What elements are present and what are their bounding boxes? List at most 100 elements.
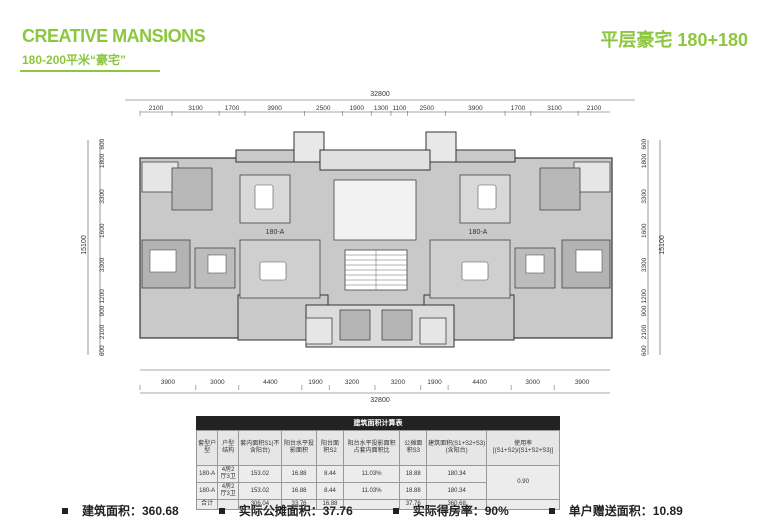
table-header-row: 套型户型 户型结构 套内面积S1(不含阳台) 阳台水平投影面积 阳台面积S2 阳… (195, 430, 560, 466)
table-cell: 153.02 (237, 465, 282, 483)
dimension-label: 1600 (99, 223, 106, 238)
dimension-label: 2500 (419, 105, 434, 112)
dimension-label: 3300 (99, 257, 106, 272)
dimension-label: 600 (641, 138, 648, 149)
table-header: 公摊面积S3 (399, 430, 428, 466)
table-cell: 11.03% (342, 482, 401, 500)
top-total-dimension: 32800 (370, 91, 390, 98)
bottom-total-dimension: 32800 (370, 397, 390, 404)
bullet-square-icon (548, 507, 555, 514)
area-calculation-table: 建筑面积计算表 套型户型 户型结构 套内面积S1(不含阳台) 阳台水平投影面积 … (195, 416, 560, 510)
dimension-label: 3200 (345, 379, 360, 386)
dimension-label: 3300 (99, 189, 106, 204)
dimension-label: 1700 (511, 105, 526, 112)
table-cell: 11.03% (342, 465, 401, 483)
table-row: 180-A 4房2厅3卫 153.02 16.88 8.44 11.03% 18… (195, 465, 560, 500)
unit-label-right: 180-A (469, 229, 488, 236)
dimension-label: 600 (99, 345, 106, 356)
table-row-total: 合计 306.04 33.76 16.88 37.76 360.68 (195, 499, 560, 510)
plan-type-title: 平层豪宅 180+180 (600, 30, 748, 50)
table-cell: 180.34 (426, 465, 488, 483)
dimension-label: 3300 (641, 257, 648, 272)
dimension-label: 3200 (391, 379, 406, 386)
bullet-square-icon (62, 507, 68, 514)
dimension-label: 3900 (267, 105, 282, 112)
dimension-label: 3100 (547, 105, 562, 112)
table-cell: 8.44 (316, 465, 344, 483)
dimension-label: 1300 (374, 105, 389, 112)
page-title: CREATIVE MANSIONS (22, 26, 206, 46)
dimension-label: 1800 (641, 153, 648, 168)
dimension-label: 4400 (472, 379, 487, 386)
dimension-label: 3900 (575, 379, 590, 386)
table-header: 建筑面积(S1+S2+S3)(含阳台) (426, 430, 488, 466)
unit-label-left: 180-A (266, 229, 285, 236)
dimension-label: 1600 (641, 223, 648, 238)
table-cell: 16.88 (280, 482, 318, 500)
summary-text: 建筑面积：360.68 (82, 504, 179, 518)
table-cell: 8.44 (316, 482, 344, 500)
page-subtitle: 180-200平米“豪宅” (22, 53, 127, 67)
dimension-label: 1200 (99, 289, 106, 304)
table-cell: 180.34 (426, 482, 488, 500)
summary-item-bonus-area: 单户赠送面积：10.89 (548, 502, 683, 519)
bullet-square-icon (392, 507, 399, 514)
left-total-dimension: 15100 (81, 235, 88, 255)
rooms (141, 161, 611, 345)
table-header: 阳台水平投影面积 (280, 430, 318, 466)
dimension-label: 1200 (641, 289, 648, 304)
dimension-label: 3900 (161, 379, 176, 386)
bullet-square-icon (218, 507, 225, 514)
dimension-label: 4400 (263, 379, 278, 386)
dimension-label: 3300 (641, 189, 648, 204)
table-cell: 180-A (195, 465, 219, 483)
dimension-label: 2100 (641, 324, 648, 339)
dimension-label: 1900 (350, 105, 365, 112)
dimension-label: 1800 (99, 153, 106, 168)
dimension-label: 3900 (468, 105, 483, 112)
table-cell: 18.88 (399, 482, 428, 500)
table-header: 阳台水平投影面积占套内面积比 (342, 430, 401, 466)
dimension-label: 1100 (392, 105, 406, 112)
dimension-label: 1900 (427, 379, 442, 386)
right-total-dimension: 15100 (659, 235, 666, 255)
table-cell: 153.02 (237, 482, 282, 500)
dimension-label: 2500 (316, 105, 331, 112)
table-header: 阳台面积S2 (316, 430, 344, 466)
table-cell-usage-rate: 0.90 (486, 465, 560, 500)
dimension-lines (87, 99, 661, 394)
summary-text: 单户赠送面积：10.89 (568, 504, 683, 518)
dimension-label: 3100 (188, 105, 203, 112)
dimension-label: 900 (99, 305, 106, 316)
table-header: 户型结构 (217, 430, 239, 466)
table-cell: 16.88 (280, 465, 318, 483)
dimension-label: 1700 (225, 105, 240, 112)
dimension-label: 2100 (149, 105, 164, 112)
table-header: 套型户型 (195, 430, 219, 466)
dimension-label: 900 (641, 305, 648, 316)
table-cell: 18.88 (399, 465, 428, 483)
table-cell: 360.68 (426, 499, 488, 510)
table-cell (342, 499, 401, 510)
dimension-label: 600 (99, 138, 106, 149)
table-cell: 4房2厅3卫 (217, 465, 239, 483)
summary-item-efficiency: 实际得房率：90% (392, 502, 509, 519)
dimension-label: 2100 (99, 324, 106, 339)
dimension-label: 3000 (210, 379, 225, 386)
table-caption: 建筑面积计算表 (196, 416, 560, 430)
table-cell: 4房2厅3卫 (217, 482, 239, 500)
summary-text: 实际公摊面积：37.76 (238, 504, 353, 518)
dimension-label: 3000 (525, 379, 540, 386)
table-cell: 合计 (195, 499, 219, 510)
summary-bar: 建筑面积：360.68 实际公摊面积：37.76 实际得房率：90% 单户赠送面… (62, 502, 752, 519)
dimension-label: 600 (641, 345, 648, 356)
table-cell: 33.76 (280, 499, 318, 510)
tables-furniture (149, 184, 603, 281)
dimension-label: 2100 (587, 105, 602, 112)
title-underline (20, 70, 160, 72)
